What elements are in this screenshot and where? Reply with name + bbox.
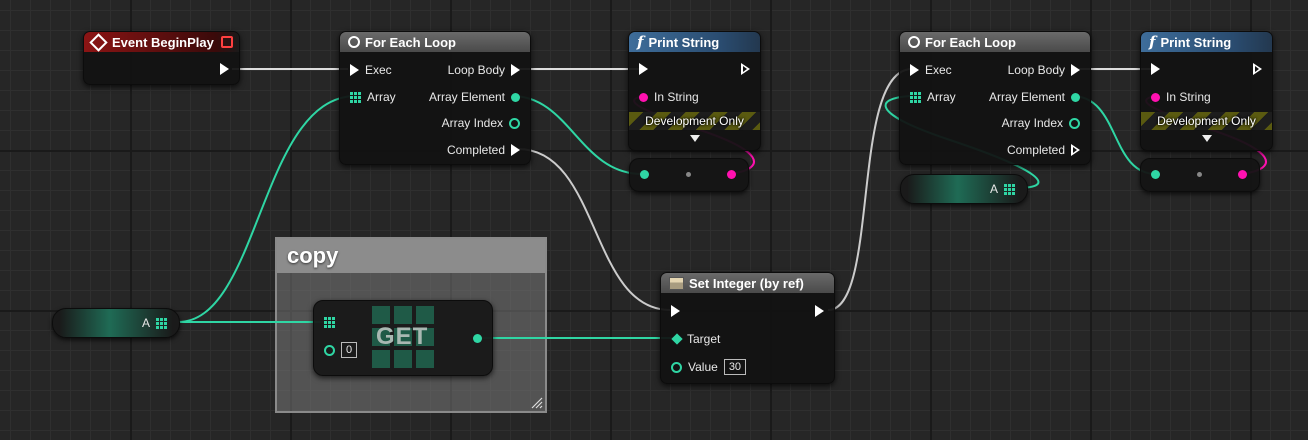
exec-out-pin[interactable] [1253, 63, 1262, 75]
array-label: Array [927, 90, 956, 104]
conversion-out-pin[interactable] [1238, 170, 1247, 179]
conversion-out-pin[interactable] [727, 170, 736, 179]
in-string-pin[interactable] [639, 92, 648, 102]
value-label: Value [688, 360, 718, 374]
in-string-label: In String [1166, 90, 1211, 104]
array-pin-icon[interactable] [350, 91, 361, 103]
development-only-banner: Development Only [1141, 112, 1272, 130]
for-each-title-2: For Each Loop [925, 34, 1016, 50]
advanced-expand-arrow-icon[interactable] [690, 135, 700, 142]
exec-label: Exec [365, 63, 392, 77]
conversion-center-dot [1197, 172, 1202, 177]
conversion-node-2[interactable] [1140, 158, 1260, 192]
conversion-node-1[interactable] [629, 158, 749, 192]
print-string-node-1[interactable]: f Print String In String Development Onl… [628, 31, 761, 151]
index-input[interactable]: 0 [341, 342, 358, 358]
loop-body-label: Loop Body [447, 63, 505, 77]
array-get-node[interactable]: GET 0 [313, 300, 493, 376]
set-integer-header: Set Integer (by ref) [661, 273, 834, 293]
loop-macro-icon [348, 36, 360, 48]
target-pin[interactable] [671, 333, 683, 345]
element-out-pin[interactable] [473, 334, 482, 343]
loop-macro-icon [908, 36, 920, 48]
array-index-label: Array Index [1001, 116, 1063, 130]
completed-label: Completed [1006, 143, 1065, 157]
loop-body-pin[interactable] [1071, 64, 1080, 76]
function-f-icon: f [637, 33, 644, 51]
print-string-title-2: Print String [1160, 34, 1232, 50]
print-string-title: Print String [648, 34, 720, 50]
index-in-pin[interactable] [324, 344, 335, 356]
array-element-label: Array Element [428, 90, 505, 104]
completed-pin[interactable] [1071, 144, 1080, 156]
variable-a-label: A [989, 182, 998, 196]
event-begin-play-node[interactable]: Event BeginPlay [83, 31, 240, 85]
value-input[interactable]: 30 [723, 359, 747, 375]
loop-body-pin[interactable] [511, 64, 520, 76]
wire-element1-to-reroute [511, 95, 643, 175]
exec-in-pin[interactable] [671, 305, 680, 317]
resize-grip-icon[interactable] [529, 395, 543, 409]
exec-in-pin[interactable] [1151, 63, 1160, 75]
in-string-pin[interactable] [1151, 92, 1160, 102]
conversion-center-dot [686, 172, 691, 177]
variable-a-node-1[interactable]: A [52, 308, 180, 338]
set-integer-by-ref-node[interactable]: Set Integer (by ref) Target Value 30 [660, 272, 835, 384]
array-index-pin[interactable] [1069, 117, 1080, 129]
value-pin[interactable] [671, 361, 682, 373]
array-pin-icon[interactable] [910, 91, 921, 103]
set-integer-title: Set Integer (by ref) [689, 275, 804, 291]
array-out-pin-icon[interactable] [1004, 183, 1015, 195]
completed-label: Completed [446, 143, 505, 157]
event-title: Event BeginPlay [112, 34, 214, 50]
exec-in-pin[interactable] [639, 63, 648, 75]
variable-icon [669, 276, 684, 290]
print-string-header-2: f Print String [1141, 32, 1272, 52]
in-string-label: In String [654, 90, 699, 104]
event-header: Event BeginPlay [84, 32, 239, 52]
array-in-pin-icon[interactable] [324, 317, 335, 328]
completed-pin[interactable] [511, 144, 520, 156]
print-string-node-2[interactable]: f Print String In String Development Onl… [1140, 31, 1273, 151]
conversion-in-pin[interactable] [1151, 170, 1160, 179]
array-index-label: Array Index [441, 116, 503, 130]
for-each-header: For Each Loop [340, 32, 530, 52]
get-background-grid-icon [372, 306, 434, 368]
comment-title[interactable]: copy [277, 239, 545, 273]
exec-label: Exec [925, 63, 952, 77]
loop-body-label: Loop Body [1007, 63, 1065, 77]
advanced-expand-arrow-icon[interactable] [1202, 135, 1212, 142]
variable-a-label: A [141, 316, 150, 330]
for-each-title: For Each Loop [365, 34, 456, 50]
conversion-in-pin[interactable] [640, 170, 649, 179]
array-out-pin-icon[interactable] [156, 317, 167, 329]
exec-out-pin[interactable] [815, 305, 824, 317]
for-each-header-2: For Each Loop [900, 32, 1090, 52]
exec-out-pin[interactable] [220, 63, 229, 75]
for-each-loop-node-1[interactable]: For Each Loop Exec Loop Body Array Array… [339, 31, 531, 165]
delegate-pin-icon[interactable] [221, 36, 233, 48]
array-element-label: Array Element [988, 90, 1065, 104]
development-only-banner: Development Only [629, 112, 760, 130]
print-string-header: f Print String [629, 32, 760, 52]
function-f-icon: f [1149, 33, 1156, 51]
get-label: GET [376, 323, 429, 350]
target-label: Target [687, 332, 721, 346]
exec-out-pin[interactable] [741, 63, 750, 75]
exec-in-pin[interactable] [910, 64, 919, 76]
event-diamond-icon [89, 32, 108, 52]
array-label: Array [367, 90, 396, 104]
array-element-pin[interactable] [511, 92, 520, 102]
variable-a-node-2[interactable]: A [900, 174, 1028, 204]
exec-in-pin[interactable] [350, 64, 359, 76]
for-each-loop-node-2[interactable]: For Each Loop Exec Loop Body Array Array… [899, 31, 1091, 165]
array-element-pin[interactable] [1071, 92, 1080, 102]
array-index-pin[interactable] [509, 117, 520, 129]
